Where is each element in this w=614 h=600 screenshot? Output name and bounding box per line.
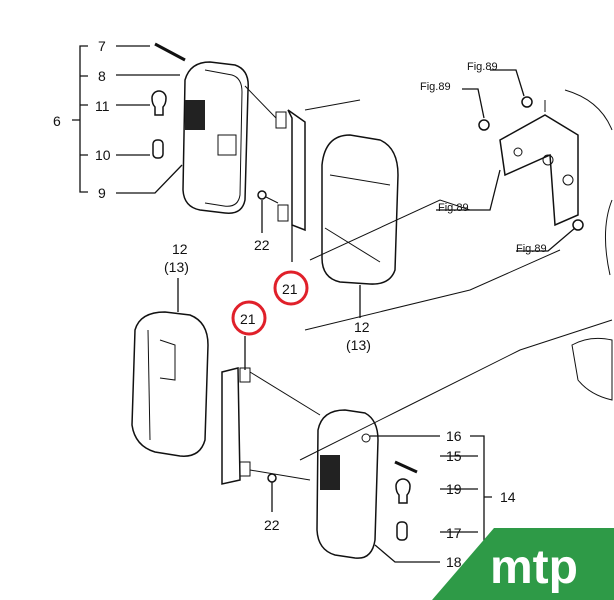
mounting-bracket xyxy=(299,89,613,461)
fig-89-ref-1[interactable]: Fig.89 xyxy=(420,81,451,93)
callout-21-lower: 21 xyxy=(240,311,256,327)
callout-8: 8 xyxy=(98,68,106,84)
logo-text: mtp xyxy=(490,541,578,594)
callout-12-left: 12 xyxy=(172,241,188,257)
screw-icon xyxy=(154,42,186,62)
callout-6: 6 xyxy=(53,113,61,129)
callout-17: 17 xyxy=(446,525,462,541)
callout-21-upper: 21 xyxy=(282,281,298,297)
callout-13-left: (13) xyxy=(164,259,189,275)
upper-lens xyxy=(321,134,399,285)
highlight-circle-21-upper xyxy=(273,270,309,306)
callout-9: 9 xyxy=(98,185,106,201)
callout-7: 7 xyxy=(98,38,106,54)
callout-22-upper: 22 xyxy=(254,237,270,253)
callout-18: 18 xyxy=(446,554,462,570)
callout-19: 19 xyxy=(446,481,462,497)
callout-12-upper: 12 xyxy=(354,319,370,335)
callout-13-upper: (13) xyxy=(346,337,371,353)
fig-89-ref-2[interactable]: Fig.89 xyxy=(467,61,498,73)
group-6-bracket xyxy=(72,45,183,194)
upper-lamp-unit xyxy=(182,61,249,214)
bulb-icon xyxy=(151,90,167,116)
callout-22-lower: 22 xyxy=(264,517,280,533)
highlight-circle-21-lower xyxy=(231,300,267,336)
callout-16: 16 xyxy=(446,428,462,444)
callout-11: 11 xyxy=(95,98,110,114)
lower-bracket xyxy=(221,367,321,485)
small-bulb-icon xyxy=(152,139,164,159)
callout-10: 10 xyxy=(95,147,111,163)
callout-15: 15 xyxy=(446,448,462,464)
fig-89-ref-3[interactable]: Fig.89 xyxy=(438,202,469,214)
lower-lamp-unit xyxy=(316,409,379,559)
upper-bracket xyxy=(244,85,361,262)
fig-89-ref-4[interactable]: Fig.89 xyxy=(516,243,547,255)
mtp-logo: mtp xyxy=(432,528,614,600)
callout-14: 14 xyxy=(500,489,516,505)
left-lens xyxy=(131,311,209,457)
